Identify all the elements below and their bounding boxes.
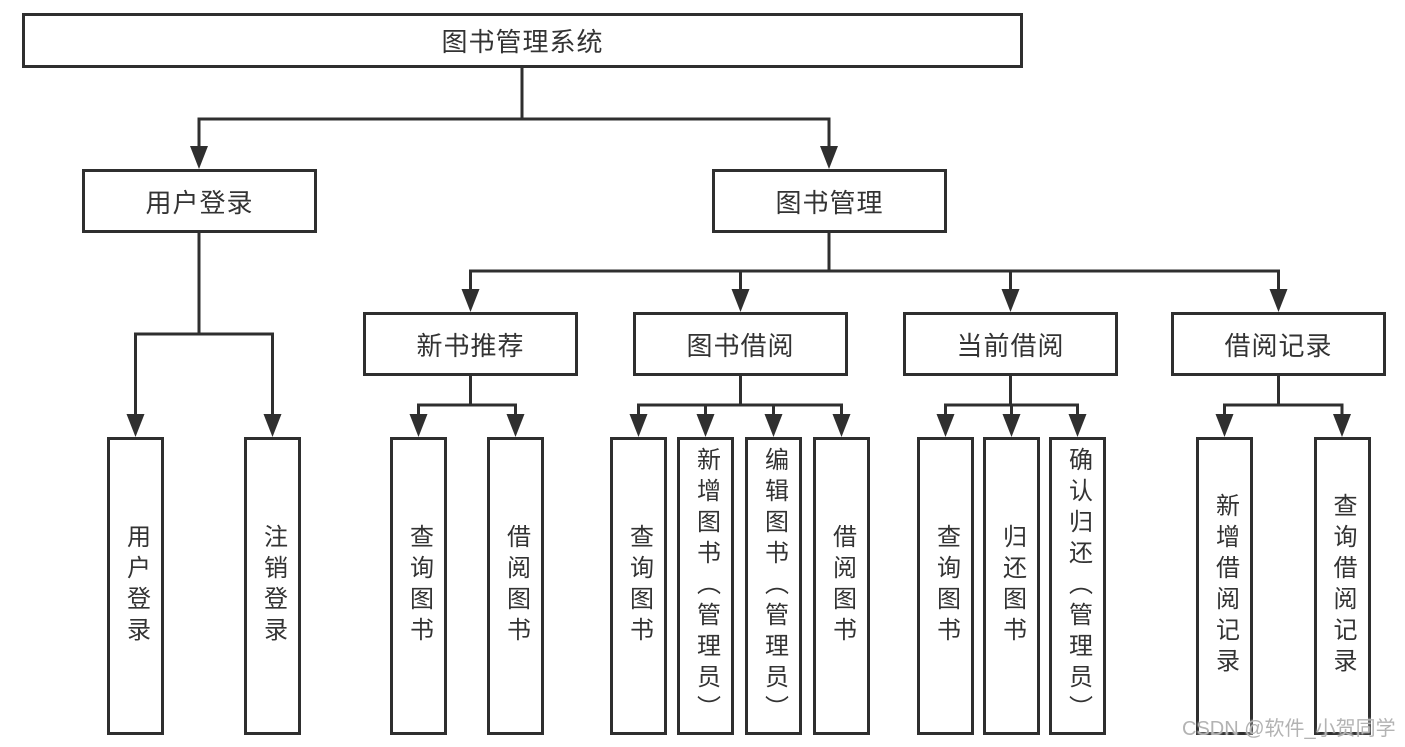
arrowheads: [126, 146, 1351, 437]
node-label: 借阅图书: [828, 524, 856, 648]
node-label: 用户登录: [122, 524, 150, 648]
connector-borrow-records-children: [1223, 376, 1344, 418]
node-label: 查询借阅记录: [1329, 493, 1356, 679]
leaf-borrow-books-2: 借阅图书: [813, 437, 870, 735]
connector-user-login-children: [134, 233, 274, 418]
connector-current-borrow-children: [944, 376, 1079, 418]
leaf-add-borrow-record: 新增借阅记录: [1196, 437, 1253, 735]
node-label: 当前借阅: [956, 330, 1065, 361]
node-book-borrow: 图书借阅: [633, 312, 848, 376]
node-label: 新增借阅记录: [1211, 493, 1239, 679]
node-label: 归还图书: [998, 524, 1026, 648]
node-label: 确认归还（管理员）: [1064, 446, 1092, 726]
node-label: 编辑图书（管理员）: [760, 446, 788, 726]
csdn-watermark: CSDN @软件_小贺同学: [1182, 718, 1396, 740]
leaf-query-books-1: 查询图书: [390, 437, 447, 735]
node-label: 新书推荐: [416, 330, 525, 361]
node-label: 查询图书: [932, 524, 960, 648]
node-label: 用户登录: [145, 187, 254, 218]
node-borrow-records: 借阅记录: [1171, 312, 1386, 376]
leaf-query-books-3: 查询图书: [917, 437, 974, 735]
leaf-edit-books-admin: 编辑图书（管理员）: [745, 437, 802, 735]
leaf-return-books: 归还图书: [983, 437, 1040, 735]
connector-book-borrow-children: [637, 376, 843, 418]
node-label: 借阅记录: [1224, 330, 1333, 361]
node-label: 图书管理: [775, 187, 884, 218]
node-new-book-recommend: 新书推荐: [363, 312, 578, 376]
connector-new-book-recommend-children: [417, 376, 517, 418]
leaf-query-borrow-record: 查询借阅记录: [1313, 437, 1371, 735]
node-user-login-group: 用户登录: [82, 169, 317, 233]
leaf-query-books-2: 查询图书: [610, 437, 667, 735]
node-label: 图书管理系统: [441, 27, 604, 57]
leaf-logout: 注销登录: [244, 437, 301, 735]
connector-book-management-children: [469, 233, 1280, 293]
node-label: 新增图书（管理员）: [692, 446, 720, 726]
node-current-borrow: 当前借阅: [903, 312, 1118, 376]
node-label: 注销登录: [259, 524, 287, 648]
connector-root-to-level2: [197, 68, 831, 150]
node-book-management: 图书管理: [712, 169, 947, 233]
leaf-user-login: 用户登录: [107, 437, 164, 735]
leaf-add-books-admin: 新增图书（管理员）: [677, 437, 734, 735]
node-label: 查询图书: [625, 524, 653, 648]
node-root: 图书管理系统: [22, 13, 1023, 68]
node-label: 图书借阅: [686, 330, 795, 361]
node-label: 借阅图书: [502, 524, 530, 648]
node-label: 查询图书: [405, 524, 433, 648]
leaf-borrow-books-1: 借阅图书: [487, 437, 544, 735]
leaf-confirm-return-admin: 确认归还（管理员）: [1049, 437, 1106, 735]
